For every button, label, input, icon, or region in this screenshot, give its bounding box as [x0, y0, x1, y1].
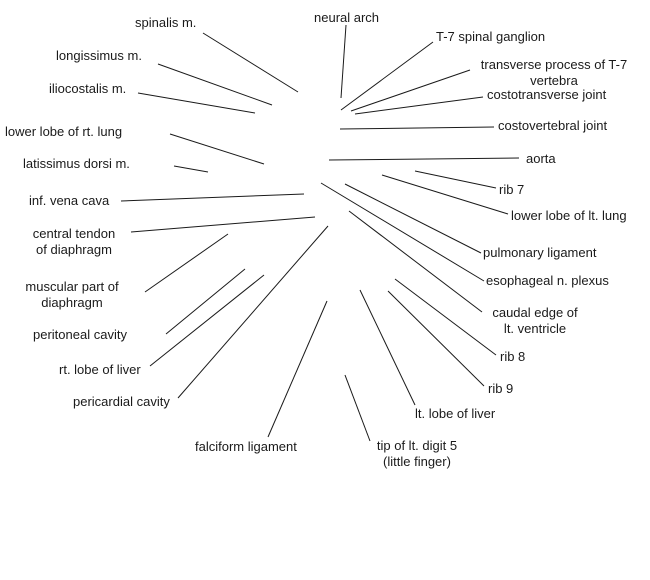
- leader-lower-lobe-rt-lung: [169, 133, 265, 165]
- leader-pulmonary-ligament: [344, 183, 482, 254]
- leader-aorta: [328, 157, 520, 161]
- leader-spinalis: [202, 32, 299, 93]
- label-longissimus: longissimus m.: [56, 48, 142, 63]
- label-aorta: aorta: [526, 151, 556, 166]
- leader-neural-arch: [340, 24, 347, 99]
- leader-rib-7: [414, 170, 497, 189]
- label-inf-vena-cava: inf. vena cava: [29, 193, 110, 208]
- label-tip-lt-digit: tip of lt. digit 5 (little finger): [376, 438, 458, 469]
- leader-rt-lobe-liver: [149, 274, 265, 367]
- leader-longissimus: [157, 63, 273, 106]
- label-spinalis: spinalis m.: [135, 15, 197, 30]
- leader-lower-lobe-lt-lung: [381, 174, 509, 215]
- leader-tip-lt-digit: [344, 374, 371, 442]
- label-rib-8: rib 8: [500, 349, 526, 364]
- label-pericardial-cavity: pericardial cavity: [73, 394, 170, 409]
- leader-esophageal-plexus: [320, 182, 485, 282]
- leader-inf-vena-cava: [120, 193, 305, 202]
- label-caudal-edge: caudal edge of lt. ventricle: [492, 305, 578, 336]
- leader-latissimus-dorsi: [173, 165, 209, 173]
- label-transverse-process: transverse process of T-7 vertebra: [480, 57, 628, 88]
- leader-pericardial-cavity: [177, 225, 329, 399]
- label-rib-7: rib 7: [499, 182, 525, 197]
- leader-costotransverse-joint: [354, 96, 484, 115]
- leader-lt-lobe-liver: [359, 289, 416, 406]
- label-lower-lobe-rt-lung: lower lobe of rt. lung: [5, 124, 123, 139]
- leader-rib-8: [394, 278, 497, 356]
- label-neural-arch: neural arch: [314, 10, 380, 25]
- label-iliocostalis: iliocostalis m.: [49, 81, 127, 96]
- label-costotransverse-joint: costotransverse joint: [487, 87, 607, 102]
- label-t7-spinal-ganglion: T-7 spinal ganglion: [436, 29, 546, 44]
- label-falciform-ligament: falciform ligament: [195, 439, 297, 454]
- leader-transverse-process: [350, 69, 471, 112]
- label-muscular-part: muscular part of diaphragm: [25, 279, 119, 310]
- label-pulmonary-ligament: pulmonary ligament: [483, 245, 597, 260]
- leader-peritoneal-cavity: [165, 268, 246, 335]
- leader-costovertebral-joint: [339, 126, 495, 130]
- label-central-tendon: central tendon of diaphragm: [32, 226, 116, 257]
- label-latissimus-dorsi: latissimus dorsi m.: [23, 156, 130, 171]
- leader-falciform-ligament: [267, 300, 328, 438]
- label-esophageal-plexus: esophageal n. plexus: [486, 273, 609, 288]
- leader-t7-spinal-ganglion: [340, 41, 434, 111]
- label-costovertebral-joint: costovertebral joint: [498, 118, 608, 133]
- leader-caudal-edge: [348, 210, 483, 313]
- label-rib-9: rib 9: [488, 381, 514, 396]
- label-lower-lobe-lt-lung: lower lobe of lt. lung: [511, 208, 627, 223]
- label-lt-lobe-liver: lt. lobe of liver: [415, 406, 496, 421]
- label-rt-lobe-liver: rt. lobe of liver: [59, 362, 141, 377]
- leader-rib-9: [387, 290, 485, 387]
- leader-iliocostalis: [137, 92, 256, 114]
- label-peritoneal-cavity: peritoneal cavity: [33, 327, 127, 342]
- leader-central-tendon: [130, 216, 316, 233]
- leader-muscular-part: [144, 233, 229, 293]
